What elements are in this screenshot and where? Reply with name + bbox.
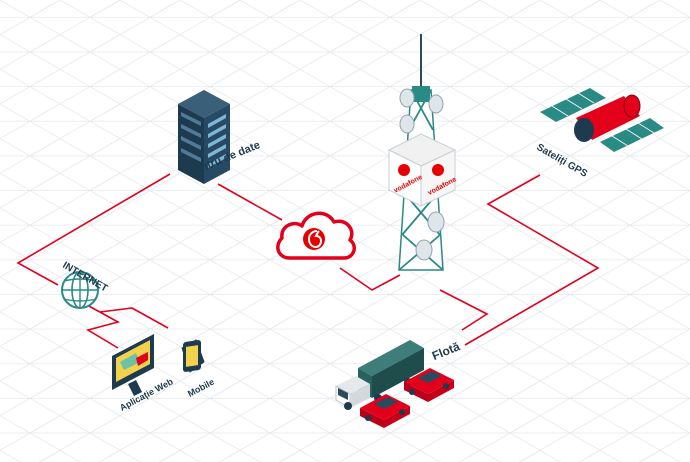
server-rack-icon	[178, 90, 230, 184]
phone-icon	[181, 339, 205, 373]
line-datacenter-cloud	[217, 183, 283, 221]
line-datacenter-internet	[16, 173, 171, 286]
monitor-icon	[112, 334, 154, 396]
globe-icon	[61, 271, 99, 309]
line-tower-fleet	[439, 289, 489, 331]
line-satellite-fleet	[464, 174, 600, 346]
satellite-icon	[540, 88, 664, 152]
connection-lines	[16, 173, 600, 349]
car-icon	[404, 368, 454, 402]
line-internet-mobile	[99, 307, 169, 329]
cloud-icon	[276, 211, 356, 260]
car-icon	[360, 394, 410, 428]
line-internet-web	[77, 299, 121, 349]
vodafone-logo-icon	[432, 164, 444, 176]
line-cloud-tower	[339, 267, 401, 291]
vodafone-logo-icon	[398, 164, 410, 176]
cell-tower-icon: vodafone vodafone	[387, 34, 458, 271]
